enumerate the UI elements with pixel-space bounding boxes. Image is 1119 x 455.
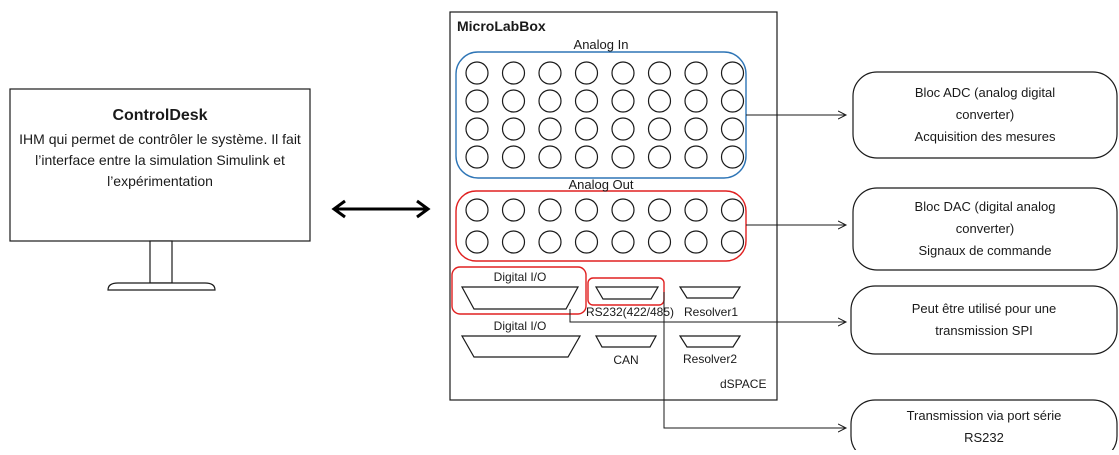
resolver2-label: Resolver2	[683, 352, 738, 366]
monitor-stand-base	[107, 282, 216, 291]
analog-in-connector	[720, 117, 745, 141]
spi-callout-line1: Peut être utilisé pour une	[911, 301, 1057, 316]
monitor-screen	[9, 88, 311, 242]
monitor-stand-neck	[149, 240, 173, 284]
analog-out-connector	[574, 198, 599, 222]
analog-in-connector	[647, 89, 672, 113]
resolver1-label: Resolver1	[684, 305, 739, 319]
analog-out-connector	[465, 230, 489, 254]
digital-io-2-label: Digital I/O	[493, 319, 547, 333]
analog-in-connector	[647, 61, 672, 85]
spi-callout: Peut être utilisé pour une transmission …	[850, 298, 1118, 342]
digital-io-2-connector	[460, 335, 582, 358]
analog-in-connector	[538, 61, 562, 85]
analog-out-connector	[538, 198, 562, 222]
rs232-connector	[594, 286, 660, 300]
analog-out-connector	[574, 230, 599, 254]
analog-in-connector	[611, 145, 635, 169]
resolver1-connector	[678, 286, 742, 299]
rs232-highlight	[587, 277, 665, 306]
rs232-callout-box	[850, 399, 1118, 455]
analog-out-connector	[684, 230, 708, 254]
rs232-callout: Transmission via port série RS232	[850, 405, 1118, 449]
analog-in-connector	[684, 61, 708, 85]
digital-io-1-connector	[460, 286, 580, 310]
analog-in-connectors	[465, 61, 745, 169]
analog-out-connector	[647, 198, 672, 222]
dac-callout-box	[852, 187, 1118, 271]
analog-in-connector	[465, 89, 489, 113]
analog-in-connector	[720, 89, 745, 113]
digital-io-1-label: Digital I/O	[493, 270, 547, 284]
analog-in-connector	[501, 61, 526, 85]
controldesk-description: IHM qui permet de contrôler le système. …	[19, 131, 301, 189]
bidirectional-arrow	[331, 199, 431, 219]
analog-in-connector	[538, 89, 562, 113]
analog-in-connector	[574, 117, 599, 141]
analog-in-connector	[720, 145, 745, 169]
dspace-brand: dSPACE	[720, 377, 767, 391]
analog-out-group	[455, 190, 747, 262]
analog-in-connector	[611, 117, 635, 141]
analog-in-connector	[538, 145, 562, 169]
analog-in-connector	[501, 145, 526, 169]
adc-callout-line2: converter)	[955, 107, 1015, 122]
analog-out-connector	[684, 198, 708, 222]
analog-out-connector	[611, 230, 635, 254]
adc-callout-line1: Bloc ADC (analog digital	[914, 85, 1056, 100]
spi-callout-line2: transmission SPI	[935, 323, 1033, 338]
analog-in-connector	[720, 61, 745, 85]
analog-in-connector	[647, 117, 672, 141]
analog-out-connector	[465, 198, 489, 222]
adc-callout-box	[852, 71, 1118, 159]
analog-in-connector	[465, 61, 489, 85]
adc-callout: Bloc ADC (analog digital converter) Acqu…	[851, 82, 1119, 148]
digital-io-1-highlight	[451, 266, 587, 315]
analog-in-connector	[574, 145, 599, 169]
dac-callout: Bloc DAC (digital analog converter) Sign…	[851, 196, 1119, 262]
analog-in-connector	[465, 117, 489, 141]
analog-in-connector	[501, 117, 526, 141]
analog-in-connector	[538, 117, 562, 141]
can-label: CAN	[613, 353, 639, 367]
analog-in-connector	[684, 145, 708, 169]
analog-out-connector	[501, 198, 526, 222]
dac-callout-line3: Signaux de commande	[918, 243, 1052, 258]
analog-out-label: Analog Out	[568, 177, 634, 192]
analog-in-connector	[574, 61, 599, 85]
analog-in-connector	[501, 89, 526, 113]
analog-out-connector	[611, 198, 635, 222]
analog-out-connector	[720, 230, 745, 254]
rs232-connector-line	[663, 292, 846, 428]
dac-callout-line1: Bloc DAC (digital analog	[914, 199, 1056, 214]
can-connector	[594, 335, 658, 348]
spi-connector-line	[569, 309, 846, 322]
rs232-callout-line2: RS232	[964, 430, 1004, 445]
analog-in-connector	[574, 89, 599, 113]
controldesk-panel: ControlDesk IHM qui permet de contrôler …	[10, 89, 310, 241]
controldesk-title: ControlDesk	[112, 107, 208, 124]
resolver2-connector	[678, 335, 742, 348]
adc-callout-line3: Acquisition des mesures	[914, 129, 1056, 144]
rs232-label: RS232(422/485)	[585, 305, 675, 319]
analog-in-connector	[611, 61, 635, 85]
analog-out-connector	[501, 230, 526, 254]
analog-in-connector	[684, 89, 708, 113]
analog-out-connector	[647, 230, 672, 254]
analog-in-connector	[611, 89, 635, 113]
analog-out-connector	[538, 230, 562, 254]
spi-callout-box	[850, 285, 1118, 355]
analog-out-connectors	[465, 198, 745, 254]
analog-in-connector	[684, 117, 708, 141]
analog-in-label: Analog In	[573, 37, 629, 52]
microlabbox-title: MicroLabBox	[457, 18, 546, 34]
analog-in-connector	[465, 145, 489, 169]
analog-out-connector	[720, 198, 745, 222]
rs232-callout-line1: Transmission via port série	[906, 408, 1062, 423]
dac-callout-line2: converter)	[955, 221, 1015, 236]
analog-in-connector	[647, 145, 672, 169]
